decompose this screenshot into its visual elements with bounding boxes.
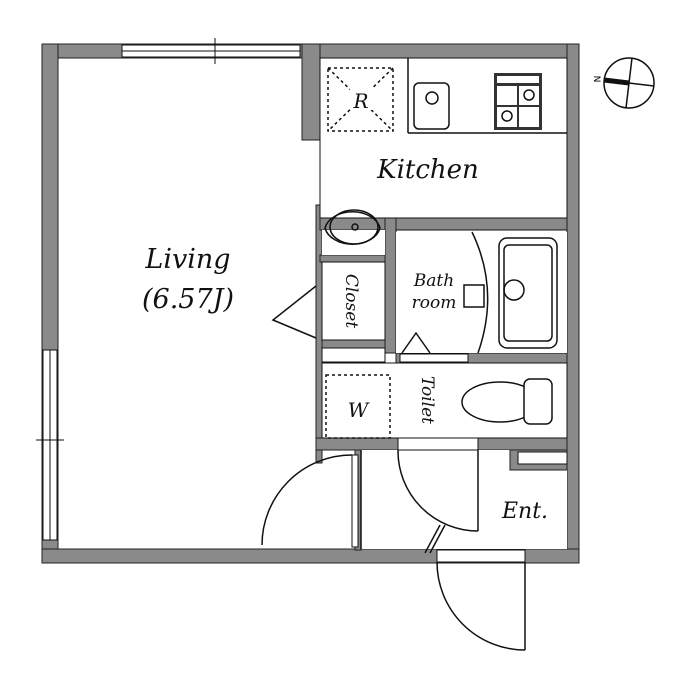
stove — [494, 73, 542, 130]
window-left — [36, 349, 64, 541]
closet-door-marker — [271, 285, 317, 339]
entrance-door[interactable] — [436, 549, 526, 651]
fridge: R — [327, 67, 394, 132]
toilet-label: Toilet — [417, 376, 437, 424]
wash-basin — [322, 209, 385, 255]
bath-label-line2: room — [412, 293, 457, 313]
living-size: (6.57J) — [142, 284, 234, 315]
entrance-label: Ent. — [501, 499, 548, 524]
toilet-bowl — [461, 378, 553, 425]
fridge-label: R — [352, 89, 368, 113]
kitchen-label: Kitchen — [376, 155, 479, 185]
living-door[interactable] — [261, 454, 359, 548]
window-top — [121, 38, 301, 64]
toilet-door[interactable] — [397, 449, 479, 554]
compass-icon: N — [591, 57, 655, 109]
bath-label-line1: Bath — [413, 271, 454, 291]
closet-label: Closet — [341, 274, 361, 328]
compass-north-label: N — [591, 76, 601, 83]
closet[interactable] — [321, 261, 386, 341]
washer-label: W — [348, 398, 370, 422]
kitchen-sink — [413, 82, 450, 130]
bath-entry-marker — [401, 331, 431, 354]
living-label: Living — [144, 244, 230, 275]
bathtub — [498, 237, 558, 349]
